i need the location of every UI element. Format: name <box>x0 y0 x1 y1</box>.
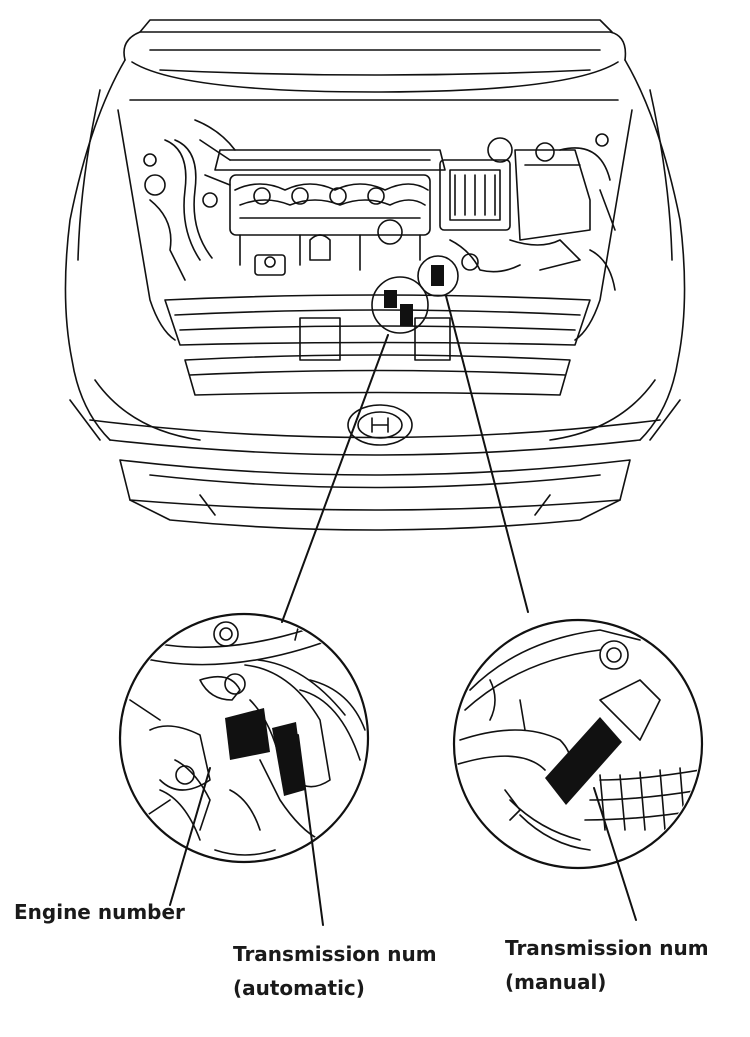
right-fender <box>624 59 686 441</box>
engine-number-plate <box>225 708 270 760</box>
transmission-manual-plate-small <box>431 265 444 286</box>
transmission-manual-label: Transmission num <box>505 936 709 960</box>
transmission-callout-circle <box>417 255 459 297</box>
detail-circle-manual <box>452 618 704 870</box>
transmission-automatic-sublabel: (automatic) <box>233 976 365 1000</box>
leader-lines <box>169 295 637 926</box>
transmission-auto-plate <box>272 722 305 796</box>
front-bumper <box>69 379 681 531</box>
transmission-manual-sublabel: (manual) <box>505 970 607 994</box>
transmission-auto-plate-small <box>400 304 413 326</box>
front-grille <box>164 294 591 396</box>
left-bay-components <box>143 119 286 281</box>
engine-callout-circle <box>371 276 429 334</box>
hood-edge <box>123 31 627 61</box>
hood-emblem <box>347 404 413 446</box>
transmission-manual-plate <box>545 717 622 805</box>
engine-number-plate-small <box>384 290 397 308</box>
detail-circle-automatic <box>118 612 370 864</box>
engine-number-label: Engine number <box>14 900 185 924</box>
right-bay-components <box>439 133 616 291</box>
car-front-illustration <box>64 19 686 531</box>
transmission-automatic-label: Transmission num <box>233 942 437 966</box>
left-fender <box>64 59 126 441</box>
engine-block <box>214 149 446 271</box>
